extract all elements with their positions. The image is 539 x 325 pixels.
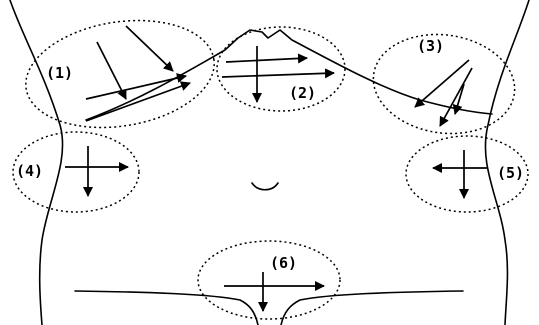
zone-3-boundary — [372, 33, 516, 135]
zone-4-label: (4) — [16, 162, 43, 180]
zone-5-boundary — [405, 135, 529, 213]
zone-1-arrow-right-b — [85, 81, 191, 122]
zone-1-boundary — [25, 19, 215, 129]
zone-1-label: (1) — [46, 64, 73, 82]
zone-6-label: (6) — [270, 254, 297, 272]
zone-4-boundary — [12, 131, 140, 213]
groin-line-right — [280, 290, 464, 325]
navel — [251, 182, 279, 191]
zone-6-boundary — [197, 240, 341, 320]
zone-1-arrow-down-b — [125, 25, 174, 72]
zone-6: (6) — [197, 240, 341, 320]
rib-cage-line — [85, 29, 493, 121]
zone-3-arrow-a — [414, 59, 470, 108]
groin-line — [74, 290, 259, 325]
zone-3-arrow-c — [452, 83, 465, 115]
zone-1-arrow-down-a — [96, 41, 127, 100]
zone-3: (3) — [372, 33, 516, 135]
zone-2-boundary — [216, 26, 346, 112]
zone-2-label: (2) — [289, 84, 316, 102]
torso-outline — [9, 0, 530, 325]
zone-5-label: (5) — [497, 164, 524, 182]
zone-2-arrow-right-b — [221, 68, 335, 79]
zone-2: (2) — [216, 26, 346, 112]
left-torso-edge — [9, 0, 64, 325]
zone-3-label: (3) — [417, 37, 444, 55]
zone-4: (4) — [12, 131, 140, 213]
zone-2-arrow-right-a — [225, 53, 308, 64]
zone-5: (5) — [405, 135, 529, 213]
zone-1-arrow-right-a — [85, 73, 187, 100]
zone-3-arrow-b — [439, 67, 473, 127]
right-torso-edge — [484, 0, 530, 325]
zone-1: (1) — [25, 19, 215, 129]
